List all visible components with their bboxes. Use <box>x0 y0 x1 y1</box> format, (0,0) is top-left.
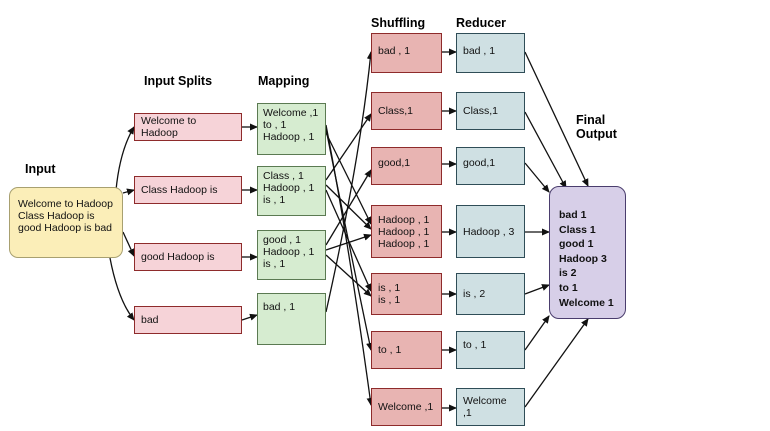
split-box: Class Hadoop is <box>134 176 242 204</box>
reducer-box: Class,1 <box>456 92 525 130</box>
arrow-red-final-3 <box>524 162 550 193</box>
arrow-map1-welcome <box>325 124 374 406</box>
final-output-box: bad 1 Class 1 good 1 Hadoop 3 is 2 to 1 … <box>549 186 626 319</box>
shuffle-box: bad , 1 <box>371 33 442 73</box>
shuffle-box: good,1 <box>371 147 442 185</box>
mapping-box: Class , 1 Hadoop , 1 is , 1 <box>257 166 326 216</box>
arrow-map1-to <box>325 128 373 351</box>
arrow-map2-is <box>325 189 372 292</box>
reducer-box: good,1 <box>456 147 525 185</box>
split-box: good Hadoop is <box>134 243 242 271</box>
arrow-input-split-1 <box>115 126 135 191</box>
arrow-red-final-1 <box>524 51 589 187</box>
arrow-map3-hadoop <box>325 233 372 251</box>
header-input: Input <box>25 162 56 176</box>
mapping-box: Welcome ,1 to , 1 Hadoop , 1 <box>257 103 326 155</box>
arrow-red-final-7 <box>524 318 589 408</box>
mapping-box: good , 1 Hadoop , 1 is , 1 <box>257 230 326 280</box>
arrow-map4-bad <box>325 51 374 313</box>
arrow-red-final-6 <box>524 315 550 351</box>
arrow-red-final-2 <box>524 111 567 189</box>
reducer-box: Welcome ,1 <box>456 388 525 426</box>
arrow-map3-good <box>325 169 372 246</box>
header-mapping: Mapping <box>258 74 310 88</box>
header-input-splits: Input Splits <box>144 74 213 88</box>
reducer-box: bad , 1 <box>456 33 525 73</box>
reducer-box: to , 1 <box>456 331 525 369</box>
input-text-box: Welcome to Hadoop Class Hadoop is good H… <box>9 187 123 258</box>
header-reducer: Reducer <box>456 16 507 30</box>
header-final-output: Final Output <box>576 113 617 141</box>
split-box: Welcome to Hadoop <box>134 113 242 141</box>
shuffle-box: to , 1 <box>371 331 442 369</box>
reducer-box: Hadoop , 3 <box>456 205 525 258</box>
arrow-split-map-4 <box>241 313 258 321</box>
mapping-box: bad , 1 <box>257 293 326 345</box>
header-shuffling: Shuffling <box>371 16 426 30</box>
arrow-map1-hadoop <box>325 132 372 225</box>
shuffle-box: Welcome ,1 <box>371 388 442 426</box>
shuffle-box: Class,1 <box>371 92 442 130</box>
arrow-input-split-2 <box>122 188 135 196</box>
split-box: bad <box>134 306 242 334</box>
arrow-red-final-5 <box>524 284 550 295</box>
arrow-map2-class <box>325 113 372 181</box>
arrow-map3-is <box>325 254 372 297</box>
arrow-input-split-3 <box>122 231 135 257</box>
shuffle-box: Hadoop , 1 Hadoop , 1 Hadoop , 1 <box>371 205 442 258</box>
shuffle-box: is , 1 is , 1 <box>371 273 442 315</box>
reducer-box: is , 2 <box>456 273 525 315</box>
arrow-input-split-4 <box>109 257 135 321</box>
